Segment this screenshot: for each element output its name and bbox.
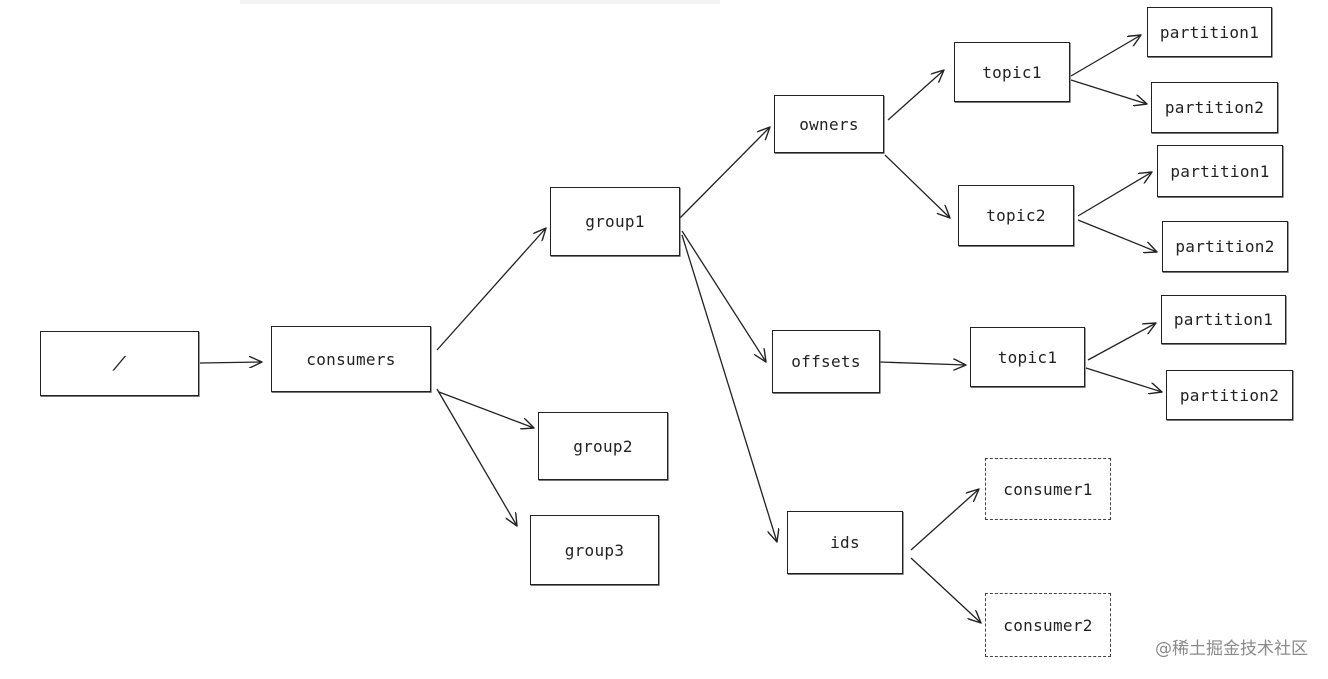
edge-consumers-group3	[436, 388, 517, 526]
watermark-text: @稀土掘金技术社区	[1155, 639, 1308, 659]
edge-group1-owners	[678, 127, 770, 220]
edge-topic2-partition2	[1077, 219, 1157, 252]
node-o1-partition1[interactable]: partition1	[1161, 295, 1286, 344]
edge-topic1-partition1	[1070, 35, 1141, 77]
edge-ids-consumer1	[910, 489, 979, 551]
edge-consumers-group2	[438, 391, 534, 428]
top-edge-bar	[240, 0, 720, 4]
node-group3[interactable]: group3	[530, 515, 659, 585]
edge-ids-consumer2	[910, 557, 981, 623]
node-owners-topic1[interactable]: topic1	[954, 42, 1070, 102]
node-label: partition2	[1179, 385, 1280, 405]
edge-offsets-topic1	[879, 362, 966, 365]
node-label: consumers	[306, 349, 396, 369]
node-label: consumer1	[1003, 479, 1093, 499]
edge-group1-ids	[681, 234, 777, 542]
node-owners-topic2[interactable]: topic2	[958, 185, 1074, 246]
node-label: topic1	[997, 347, 1058, 367]
node-consumer1[interactable]: consumer1	[985, 458, 1111, 520]
node-offsets-topic1[interactable]: topic1	[970, 327, 1085, 387]
node-t2-partition2[interactable]: partition2	[1162, 221, 1288, 272]
edge-topic2-partition1	[1077, 172, 1152, 217]
node-group2[interactable]: group2	[538, 412, 668, 480]
node-owners[interactable]: owners	[774, 95, 884, 153]
node-label: consumer2	[1003, 615, 1093, 635]
edge-consumers-group1	[436, 228, 546, 351]
edge-owners-topic1	[887, 70, 944, 121]
node-o1-partition2[interactable]: partition2	[1166, 370, 1293, 420]
node-label: group3	[564, 540, 625, 560]
node-label: ids	[830, 533, 860, 552]
node-label: group1	[585, 212, 645, 231]
node-offsets[interactable]: offsets	[772, 330, 880, 393]
node-label: offsets	[791, 352, 861, 371]
node-root[interactable]: /	[40, 331, 199, 396]
edge-topic1-partition2	[1070, 79, 1147, 104]
node-label: partition2	[1175, 237, 1275, 256]
edge-offsets-topic1-partition1	[1087, 323, 1156, 361]
node-group1[interactable]: group1	[550, 187, 680, 256]
edge-owners-topic2	[884, 154, 950, 218]
node-label: partition2	[1164, 98, 1265, 117]
node-consumers[interactable]: consumers	[271, 326, 431, 392]
node-t1-partition1[interactable]: partition1	[1147, 7, 1272, 57]
node-label: group2	[573, 436, 633, 456]
node-label: /	[110, 353, 129, 374]
edge-root-consumers	[199, 362, 262, 363]
node-label: partition1	[1170, 161, 1270, 181]
node-t1-partition2[interactable]: partition2	[1151, 82, 1278, 133]
edge-offsets-topic1-partition2	[1085, 367, 1162, 392]
node-t2-partition1[interactable]: partition1	[1157, 145, 1283, 197]
node-label: owners	[799, 114, 859, 134]
node-label: topic1	[982, 62, 1042, 82]
node-ids[interactable]: ids	[787, 511, 903, 574]
node-consumer2[interactable]: consumer2	[985, 593, 1111, 657]
node-label: partition1	[1159, 22, 1260, 42]
node-label: partition1	[1173, 310, 1274, 329]
node-label: topic2	[986, 206, 1046, 225]
edge-group1-offsets	[681, 230, 766, 362]
